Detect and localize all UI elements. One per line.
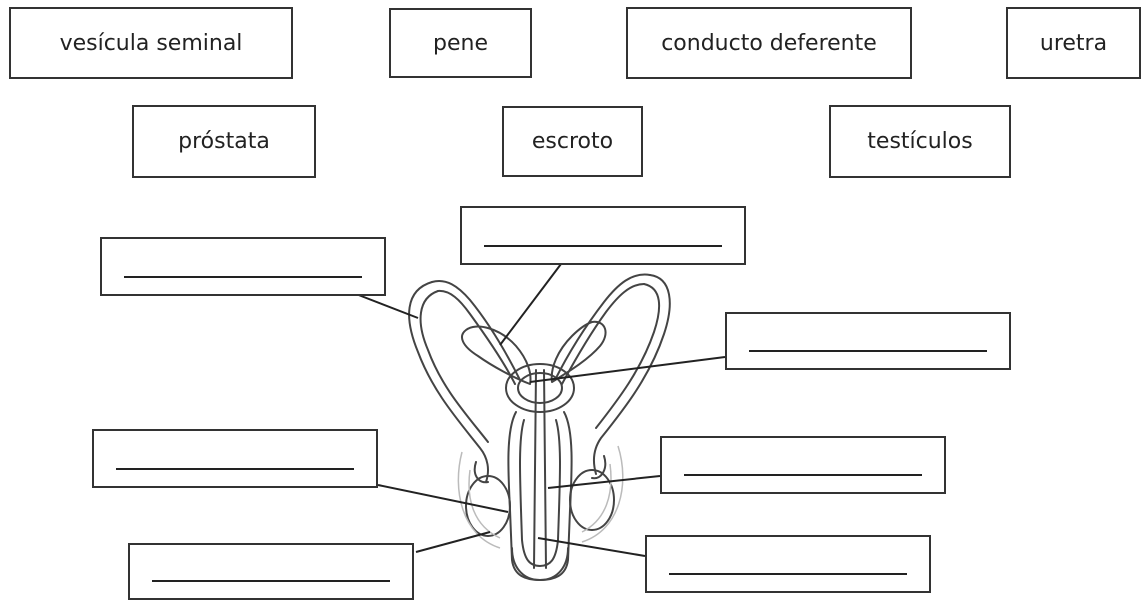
answer-box-7[interactable] xyxy=(645,535,931,593)
prostate xyxy=(505,363,575,413)
leader-line-2 xyxy=(499,263,562,346)
leader-line-4 xyxy=(547,475,661,489)
answer-line xyxy=(124,276,362,278)
word-label: vesícula seminal xyxy=(59,30,243,56)
answer-box-4[interactable] xyxy=(92,429,378,488)
right-testis xyxy=(569,469,615,531)
leader-line-6 xyxy=(415,531,491,553)
left-vas-top xyxy=(431,280,521,381)
left-vas-deferens-inner xyxy=(419,290,489,443)
word-box-testiculos[interactable]: testículos xyxy=(829,105,1011,178)
leader-line-3 xyxy=(529,356,726,383)
word-box-escroto[interactable]: escroto xyxy=(502,106,643,177)
answer-box-2[interactable] xyxy=(460,206,746,265)
answer-box-1[interactable] xyxy=(100,237,386,296)
answer-line xyxy=(116,468,354,470)
left-seminal-vesicle xyxy=(461,325,532,385)
right-vas-deferens-inner xyxy=(595,283,661,429)
answer-line xyxy=(152,580,390,582)
word-box-conducto-deferente[interactable]: conducto deferente xyxy=(626,7,912,79)
word-box-vesicula-seminal[interactable]: vesícula seminal xyxy=(9,7,293,79)
leader-line-7 xyxy=(537,537,646,557)
word-box-prostata[interactable]: próstata xyxy=(132,105,316,178)
word-label: escroto xyxy=(531,129,614,154)
answer-box-5[interactable] xyxy=(660,436,946,494)
right-seminal-vesicle xyxy=(550,320,607,383)
left-vas-deferens-outer xyxy=(408,281,489,483)
leader-line-1 xyxy=(355,293,419,319)
word-label: testículos xyxy=(867,129,973,154)
word-label: próstata xyxy=(178,129,270,154)
word-box-pene[interactable]: pene xyxy=(389,8,532,78)
leader-line-5 xyxy=(377,484,509,513)
glans xyxy=(511,547,569,581)
answer-line xyxy=(749,350,987,352)
answer-line xyxy=(684,474,922,476)
word-label: conducto deferente xyxy=(661,30,877,56)
right-vas-top xyxy=(554,273,651,381)
answer-line xyxy=(669,573,907,575)
scrotum xyxy=(457,445,624,549)
right-vas-deferens-outer xyxy=(592,274,671,475)
answer-box-6[interactable] xyxy=(128,543,414,600)
penis xyxy=(507,411,573,581)
answer-box-3[interactable] xyxy=(725,312,1011,370)
word-label: pene xyxy=(433,30,488,56)
answer-line xyxy=(484,245,722,247)
urethra xyxy=(533,369,547,569)
word-box-uretra[interactable]: uretra xyxy=(1006,7,1141,79)
word-label: uretra xyxy=(1039,30,1108,56)
left-testis xyxy=(465,475,511,537)
